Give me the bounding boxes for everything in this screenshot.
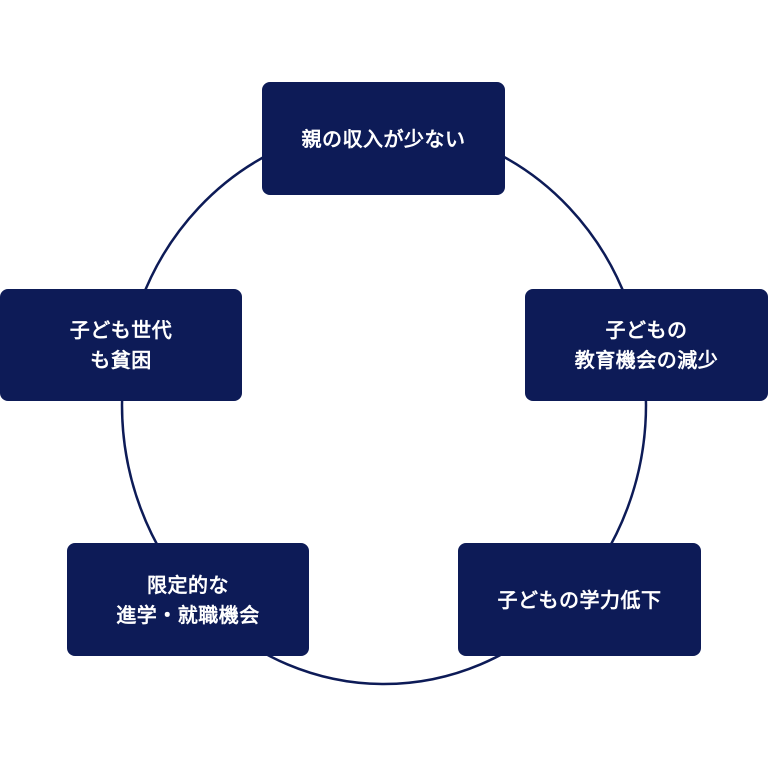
node-low-parental-income: 親の収入が少ない bbox=[262, 82, 505, 195]
node-next-generation-poverty: 子ども世代 も貧困 bbox=[0, 289, 242, 401]
node-label-line: 進学・就職機会 bbox=[116, 602, 260, 627]
node-lower-academic-ability: 子どもの学力低下 bbox=[458, 543, 701, 656]
node-label-line: 子どもの学力低下 bbox=[497, 587, 662, 612]
node-label-line: も貧困 bbox=[90, 348, 152, 372]
node-limited-education-employment: 限定的な 進学・就職機会 bbox=[67, 543, 309, 656]
node-label-line: 子どもの bbox=[605, 318, 688, 342]
node-reduced-educational-opportunity: 子どもの 教育機会の減少 bbox=[525, 289, 768, 401]
node-label-line: 教育機会の減少 bbox=[574, 348, 719, 372]
node-label-line: 親の収入が少ない bbox=[301, 126, 466, 151]
node-label-line: 限定的な bbox=[147, 572, 229, 597]
node-label-line: 子ども世代 bbox=[69, 318, 173, 342]
